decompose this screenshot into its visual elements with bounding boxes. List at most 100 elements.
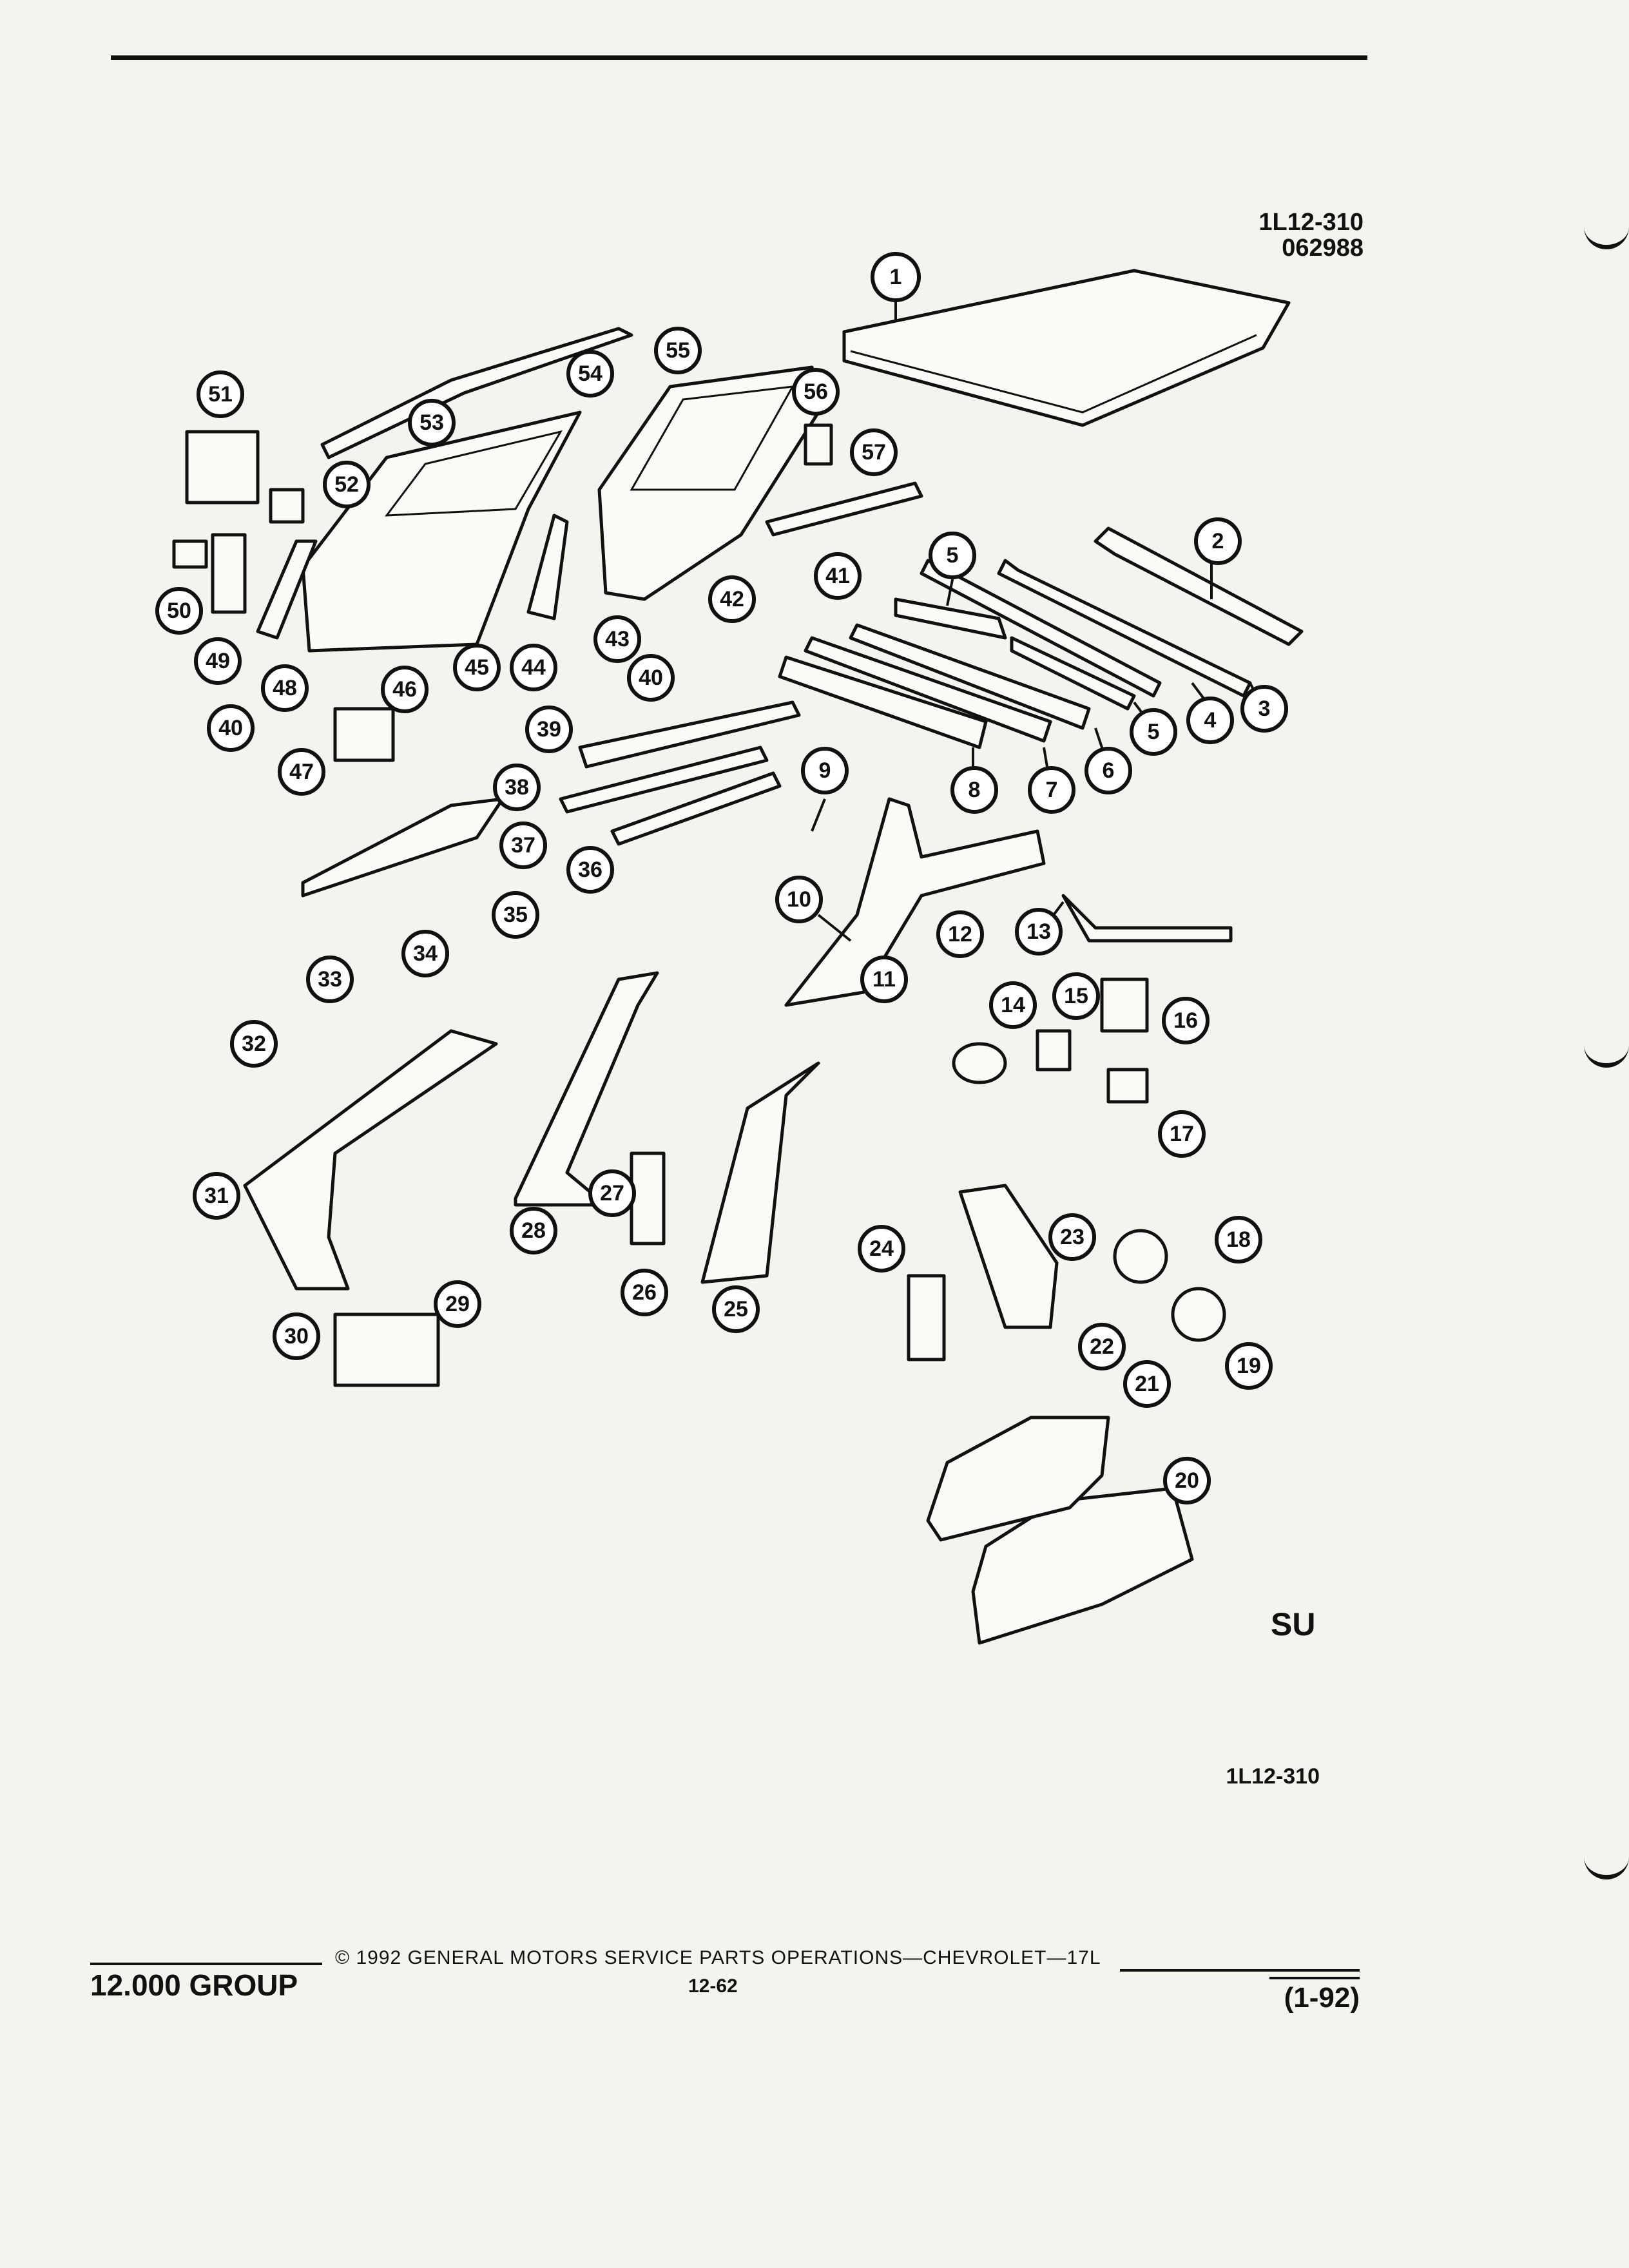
callout-20: 20 (1163, 1457, 1211, 1504)
footer-copyright: © 1992 GENERAL MOTORS SERVICE PARTS OPER… (335, 1947, 1101, 1968)
svg-text:21: 21 (1135, 1372, 1159, 1396)
svg-text:33: 33 (318, 967, 342, 992)
callout-55: 55 (654, 327, 702, 374)
callout-44: 44 (510, 644, 557, 691)
margin-mark-bottom (1584, 1856, 1629, 1879)
callout-33: 33 (306, 956, 354, 1003)
callout-21: 21 (1123, 1360, 1171, 1408)
callout-31: 31 (193, 1172, 240, 1220)
svg-text:22: 22 (1090, 1334, 1114, 1359)
svg-text:12: 12 (948, 922, 972, 947)
su-logo: SU (1271, 1606, 1316, 1642)
callout-39: 39 (525, 706, 573, 753)
svg-text:13: 13 (1027, 919, 1051, 944)
svg-text:52: 52 (334, 472, 359, 497)
callout-6: 6 (1084, 747, 1132, 794)
roof-panel (842, 269, 1291, 427)
callout-11: 11 (860, 956, 908, 1003)
callout-40a: 40 (207, 704, 255, 752)
svg-text:6: 6 (1103, 758, 1115, 783)
callout-23: 23 (1048, 1213, 1096, 1261)
quarter-inner-10 (784, 797, 1046, 1007)
callout-26: 26 (621, 1269, 668, 1316)
svg-text:10: 10 (787, 887, 811, 912)
callout-51: 51 (197, 370, 244, 418)
svg-text:43: 43 (605, 627, 630, 651)
roof-bow-2 (1094, 526, 1304, 646)
svg-text:20: 20 (1175, 1468, 1199, 1493)
svg-text:57: 57 (862, 440, 886, 465)
svg-text:32: 32 (242, 1032, 266, 1056)
svg-text:11: 11 (872, 967, 896, 992)
callout-50: 50 (155, 587, 203, 635)
callout-13: 13 (1015, 908, 1063, 956)
roof-bow-4 (920, 559, 1162, 698)
svg-text:34: 34 (413, 941, 438, 966)
callout-12: 12 (936, 910, 984, 958)
rocker-panel-38 (301, 797, 505, 898)
callout-36: 36 (566, 846, 614, 894)
callout-54: 54 (566, 350, 614, 398)
diagram-svg: 1 2 3 4 5 5 6 7 8 9 10 11 12 13 14 15 16… (155, 252, 1304, 1645)
svg-text:18: 18 (1226, 1227, 1251, 1252)
panel-57 (765, 481, 923, 537)
bracket-26 (630, 1151, 666, 1245)
svg-text:55: 55 (666, 338, 690, 363)
svg-text:46: 46 (392, 677, 417, 702)
roof-bow-5b (1010, 636, 1136, 711)
svg-text:17: 17 (1170, 1122, 1194, 1146)
svg-text:35: 35 (503, 903, 528, 927)
callout-45: 45 (453, 644, 501, 691)
callout-28: 28 (510, 1207, 557, 1254)
svg-text:51: 51 (208, 382, 233, 407)
svg-text:26: 26 (632, 1280, 657, 1305)
grommet-14 (952, 1042, 1007, 1084)
callout-57: 57 (850, 428, 898, 476)
wheelhouse-inner-21 (926, 1416, 1110, 1542)
fuel-filler-door (1171, 1287, 1226, 1342)
callout-4: 4 (1186, 697, 1234, 744)
bracket-16 (1100, 977, 1149, 1033)
svg-text:3: 3 (1258, 697, 1271, 721)
bottom-figure-id: 1L12-310 (1226, 1764, 1320, 1789)
callout-32: 32 (230, 1020, 278, 1068)
rocker-panel-37 (559, 745, 769, 814)
quarter-inner-13 (1061, 894, 1233, 943)
svg-text:1: 1 (890, 265, 902, 289)
figure-date-code: 062988 (1282, 235, 1364, 262)
svg-text:4: 4 (1204, 708, 1217, 733)
svg-text:16: 16 (1173, 1008, 1198, 1033)
bracket-50 (172, 539, 208, 569)
figure-code: 1L12-310 (1258, 209, 1364, 236)
svg-text:38: 38 (505, 775, 529, 800)
callout-2: 2 (1194, 517, 1242, 565)
bracket-15 (1036, 1029, 1072, 1072)
callout-56: 56 (792, 368, 840, 416)
svg-text:30: 30 (284, 1324, 309, 1349)
svg-text:29: 29 (445, 1292, 470, 1316)
svg-text:27: 27 (600, 1181, 624, 1206)
svg-text:42: 42 (720, 587, 744, 611)
panel-29 (333, 1312, 440, 1387)
roof-bow-5a (894, 597, 1007, 640)
rocker-panel-36 (610, 771, 782, 846)
bracket-24 (907, 1274, 946, 1361)
callout-19: 19 (1225, 1342, 1273, 1390)
callout-25: 25 (712, 1285, 760, 1333)
svg-text:41: 41 (825, 564, 850, 588)
svg-text:9: 9 (819, 758, 831, 783)
front-pillar-30 (243, 1029, 498, 1291)
callout-1: 1 (871, 252, 921, 302)
svg-text:44: 44 (521, 655, 546, 680)
quarter-panel-23 (958, 1184, 1059, 1329)
exploded-parts-diagram: 1 2 3 4 5 5 6 7 8 9 10 11 12 13 14 15 16… (155, 252, 1304, 1645)
bracket-49 (211, 533, 247, 614)
panel-44 (526, 514, 569, 620)
svg-text:5: 5 (947, 543, 959, 568)
front-door-window (384, 430, 563, 517)
svg-text:2: 2 (1212, 529, 1224, 553)
callout-14: 14 (989, 981, 1037, 1029)
callout-18: 18 (1215, 1216, 1262, 1264)
svg-text:54: 54 (578, 361, 602, 386)
svg-text:8: 8 (969, 778, 981, 802)
